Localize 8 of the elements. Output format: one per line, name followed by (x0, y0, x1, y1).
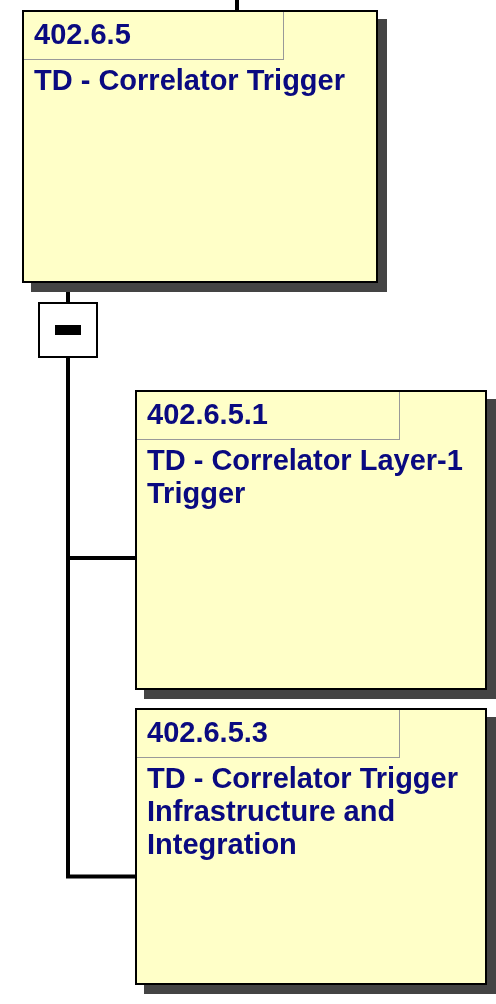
wbs-title: TD - Correlator Trigger (34, 64, 346, 97)
collapse-toggle (38, 302, 98, 358)
connector-line (235, 0, 239, 10)
wbs-number: 402.6.5.1 (147, 398, 269, 431)
wbs-title: TD - Correlator Layer-1 Trigger (147, 444, 464, 510)
wbs-number: 402.6.5 (34, 18, 132, 51)
wbs-title: TD - Correlator Trigger Infrastructure and Integration (147, 762, 459, 861)
wbs-number: 402.6.5.3 (147, 716, 269, 749)
